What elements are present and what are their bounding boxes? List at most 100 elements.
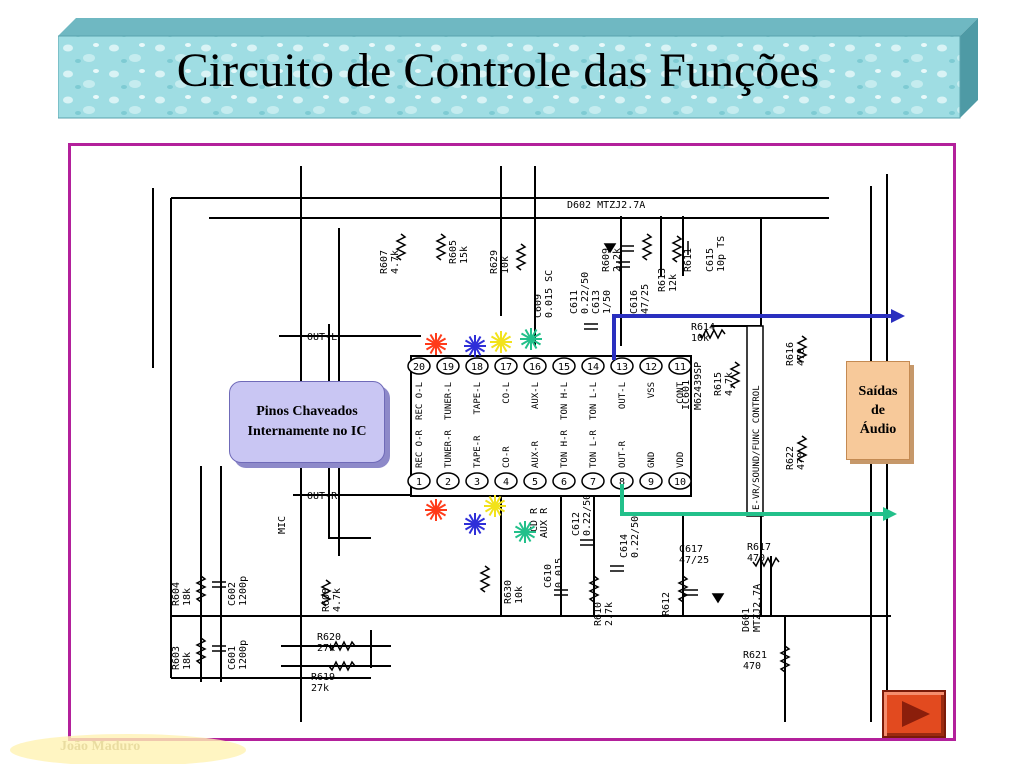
- r617-label: R617: [747, 542, 771, 553]
- switched-pins-callout: Pinos Chaveados Internamente no IC: [229, 381, 385, 463]
- c601-label: C601: [227, 646, 238, 670]
- pin19-marker-red: [425, 333, 447, 355]
- r619-resistor: [328, 660, 356, 672]
- r622-label: R622: [785, 446, 796, 470]
- c616-label: C616: [629, 290, 640, 314]
- d601-label: D601: [741, 608, 752, 632]
- ic-top-pin: [436, 357, 460, 375]
- next-slide-button[interactable]: [882, 690, 946, 738]
- ic-top-pin-label: TON H-L: [560, 382, 570, 420]
- r621-value: 470: [743, 661, 761, 672]
- r629-label: R629: [489, 250, 500, 274]
- ic-bottom-pin-label: AUX-R: [531, 440, 541, 468]
- d601-value: MTZJ2.7A: [752, 584, 763, 632]
- c617-capacitor: [684, 589, 698, 596]
- ic-top-pin-number: 12: [645, 362, 657, 373]
- ic-bottom-pin-number: 4: [503, 477, 509, 488]
- r615-resistor: [729, 361, 741, 389]
- ic-top-pin: [639, 357, 663, 375]
- c616-capacitor: [620, 245, 634, 252]
- r610-value: 2.7k: [604, 602, 615, 626]
- r607-value: 4.7k: [390, 250, 401, 274]
- ic-top-pin-number: 17: [500, 362, 512, 373]
- r604-value: 18k: [182, 588, 193, 606]
- pin5-marker-green: [514, 521, 536, 543]
- r630-resistor: [479, 565, 491, 593]
- d602-label: D602 MTZJ2.7A: [567, 200, 645, 211]
- ic-top-pin-number: 11: [674, 362, 686, 373]
- c601-capacitor: [212, 645, 226, 652]
- ic-bottom-pin: [523, 472, 547, 490]
- ic-top-pin-number: 20: [413, 362, 425, 373]
- r622-value: 470: [796, 452, 807, 470]
- ic-top-pin: [610, 357, 634, 375]
- r613-label: R613: [657, 268, 668, 292]
- r620-resistor: [328, 640, 356, 652]
- ic-top-pin-number: 14: [587, 362, 599, 373]
- ic-top-pin: [494, 357, 518, 375]
- ic-top-pin-label: CO-L: [502, 382, 512, 404]
- ic-bottom-pin-number: 10: [674, 477, 686, 488]
- r619-label: R619: [311, 672, 335, 683]
- r612-resistor: [677, 575, 689, 603]
- c609-value: 0.015 SC: [544, 270, 555, 318]
- ic-bottom-pin-label: GND: [647, 452, 657, 468]
- c613-value: 1/50: [602, 290, 613, 314]
- r609-resistor: [641, 233, 653, 261]
- ic-bottom-pin: [639, 472, 663, 490]
- r611-resistor: [671, 235, 683, 263]
- cd-r-label: CD R: [529, 507, 540, 532]
- ic-part-number: M62439SP: [693, 362, 704, 410]
- ic-top-pin: [465, 357, 489, 375]
- mic-label: MIC: [277, 516, 288, 534]
- c615-value: 10p TS: [716, 236, 727, 272]
- r608-label: R608: [321, 588, 332, 612]
- ic-bottom-pin-number: 5: [532, 477, 538, 488]
- aux-r-label: AUX R: [539, 507, 550, 538]
- c613-label: C613: [591, 290, 602, 314]
- c614-label: C614: [619, 534, 630, 558]
- ic-bottom-pin: [552, 472, 576, 490]
- ic-top-pin-label: REC O-L: [415, 382, 425, 420]
- audio-outputs-label: Saídas de Áudio: [846, 361, 910, 460]
- out-r-label: OUT-R: [307, 491, 338, 502]
- ic-top-pin-number: 15: [558, 362, 570, 373]
- out-l-label: OUT-L: [307, 332, 337, 343]
- r608-value: 4.7k: [332, 588, 343, 612]
- title-banner: [58, 18, 978, 119]
- ic-bottom-pin-label: TAPE-R: [473, 435, 483, 468]
- r605-resistor: [435, 233, 447, 261]
- ic-bottom-pin: [494, 472, 518, 490]
- ic-bottom-pin-label: TON H-R: [560, 429, 570, 468]
- r607-label: R607: [379, 250, 390, 274]
- c612-value: 0.22/50: [582, 494, 593, 536]
- right-output-arrow: [620, 484, 897, 521]
- ic-bottom-pin: [436, 472, 460, 490]
- c613-capacitor: [584, 323, 598, 330]
- r621-label: R621: [743, 650, 767, 661]
- ic-bottom-pin-label: VDD: [676, 452, 686, 468]
- ic-top-pin-number: 18: [471, 362, 483, 373]
- c609-label: C609: [533, 294, 544, 318]
- r614-value: 10k: [691, 333, 709, 344]
- c602-label: C602: [227, 582, 238, 606]
- r622-resistor: [796, 435, 808, 463]
- func-control-label: E-VR/SOUND/FUNC CONTROL: [752, 385, 762, 510]
- r607-resistor: [395, 233, 407, 261]
- ic-bottom-pin-number: 6: [561, 477, 567, 488]
- c611-value: 0.22/50: [580, 272, 591, 314]
- ic-bottom-pin-number: 3: [474, 477, 480, 488]
- r605-label: R605: [448, 240, 459, 264]
- r629-resistor: [515, 243, 527, 271]
- pin3-marker-blue: [464, 513, 486, 535]
- ic-bottom-pin: [668, 472, 692, 490]
- ic-top-pin-number: 16: [529, 362, 541, 373]
- play-triangle-icon: [902, 701, 930, 727]
- c610-capacitor: [554, 589, 568, 596]
- c614-capacitor: [610, 565, 624, 572]
- c602-capacitor: [212, 581, 226, 588]
- ic-top-pin-label: VSS: [647, 382, 657, 398]
- pin4-marker-yellow: [484, 495, 506, 517]
- r612-label: R612: [661, 592, 672, 616]
